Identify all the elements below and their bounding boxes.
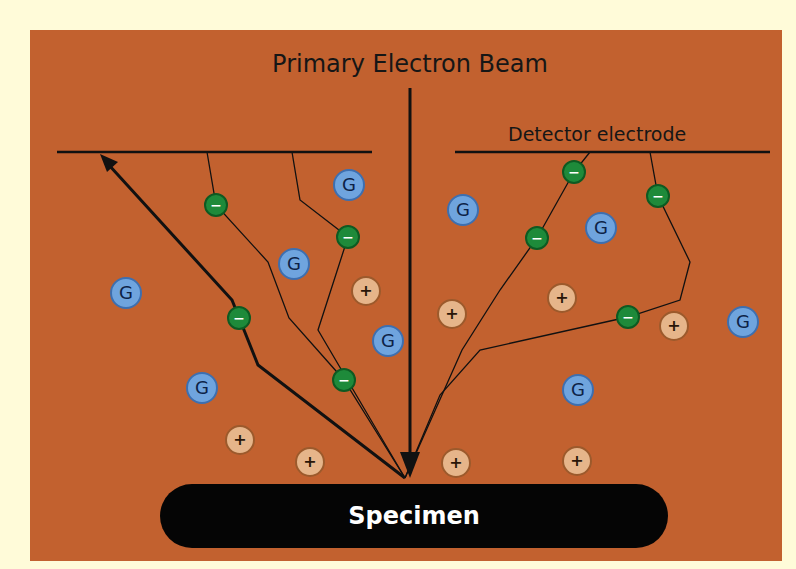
detector-electrode bbox=[57, 151, 372, 154]
background-panel bbox=[30, 30, 782, 561]
detector-electrode bbox=[455, 151, 770, 154]
electron: − bbox=[525, 226, 549, 250]
gas-molecule-text: G bbox=[381, 332, 395, 350]
electrode-label: Detector electrode bbox=[508, 125, 686, 144]
positive-ion: + bbox=[295, 447, 325, 477]
electron-text: − bbox=[652, 189, 664, 203]
positive-ion-text: + bbox=[667, 318, 680, 334]
positive-ion: + bbox=[659, 311, 689, 341]
positive-ion-text: + bbox=[449, 455, 462, 471]
electron: − bbox=[646, 184, 670, 208]
electron-text: − bbox=[233, 311, 245, 325]
electron: − bbox=[332, 368, 356, 392]
positive-ion-text: + bbox=[233, 432, 246, 448]
primary-beam bbox=[409, 88, 412, 455]
gas-molecule-text: G bbox=[594, 219, 608, 237]
gas-molecule: G bbox=[727, 306, 759, 338]
positive-ion-text: + bbox=[570, 453, 583, 469]
positive-ion: + bbox=[547, 283, 577, 313]
gas-molecule: G bbox=[562, 374, 594, 406]
positive-ion-text: + bbox=[303, 454, 316, 470]
positive-ion-text: + bbox=[555, 290, 568, 306]
gas-molecule: G bbox=[110, 277, 142, 309]
gas-molecule: G bbox=[447, 194, 479, 226]
positive-ion: + bbox=[441, 448, 471, 478]
positive-ion: + bbox=[225, 425, 255, 455]
electron: − bbox=[336, 225, 360, 249]
specimen: Specimen bbox=[160, 484, 668, 548]
positive-ion-text: + bbox=[359, 283, 372, 299]
electron-text: − bbox=[210, 198, 222, 212]
electron-text: − bbox=[622, 310, 634, 324]
gas-molecule-text: G bbox=[195, 379, 209, 397]
gas-molecule: G bbox=[372, 325, 404, 357]
gas-molecule-text: G bbox=[119, 284, 133, 302]
electron-text: − bbox=[338, 373, 350, 387]
positive-ion: + bbox=[437, 299, 467, 329]
electron: − bbox=[204, 193, 228, 217]
electron-text: − bbox=[342, 230, 354, 244]
arrow-head bbox=[400, 452, 420, 478]
gas-molecule-text: G bbox=[456, 201, 470, 219]
gas-molecule: G bbox=[278, 248, 310, 280]
positive-ion: + bbox=[562, 446, 592, 476]
specimen-text: Specimen bbox=[348, 504, 480, 528]
gas-molecule-text: G bbox=[342, 176, 356, 194]
gas-molecule-text: G bbox=[571, 381, 585, 399]
electron-path bbox=[405, 152, 590, 478]
electron-path bbox=[292, 152, 405, 478]
electron-text: − bbox=[568, 165, 580, 179]
arrow-head bbox=[100, 154, 118, 172]
gas-molecule-text: G bbox=[736, 313, 750, 331]
signal-arrow bbox=[108, 164, 405, 478]
electron-text: − bbox=[531, 231, 543, 245]
electron: − bbox=[227, 306, 251, 330]
electron-path bbox=[405, 152, 690, 478]
gas-molecule: G bbox=[585, 212, 617, 244]
beam-label: Primary Electron Beam bbox=[272, 52, 548, 76]
gas-molecule: G bbox=[333, 169, 365, 201]
electron: − bbox=[616, 305, 640, 329]
positive-ion: + bbox=[351, 276, 381, 306]
electron-path bbox=[207, 152, 405, 478]
gas-molecule: G bbox=[186, 372, 218, 404]
gas-molecule-text: G bbox=[287, 255, 301, 273]
electron: − bbox=[562, 160, 586, 184]
positive-ion-text: + bbox=[445, 306, 458, 322]
